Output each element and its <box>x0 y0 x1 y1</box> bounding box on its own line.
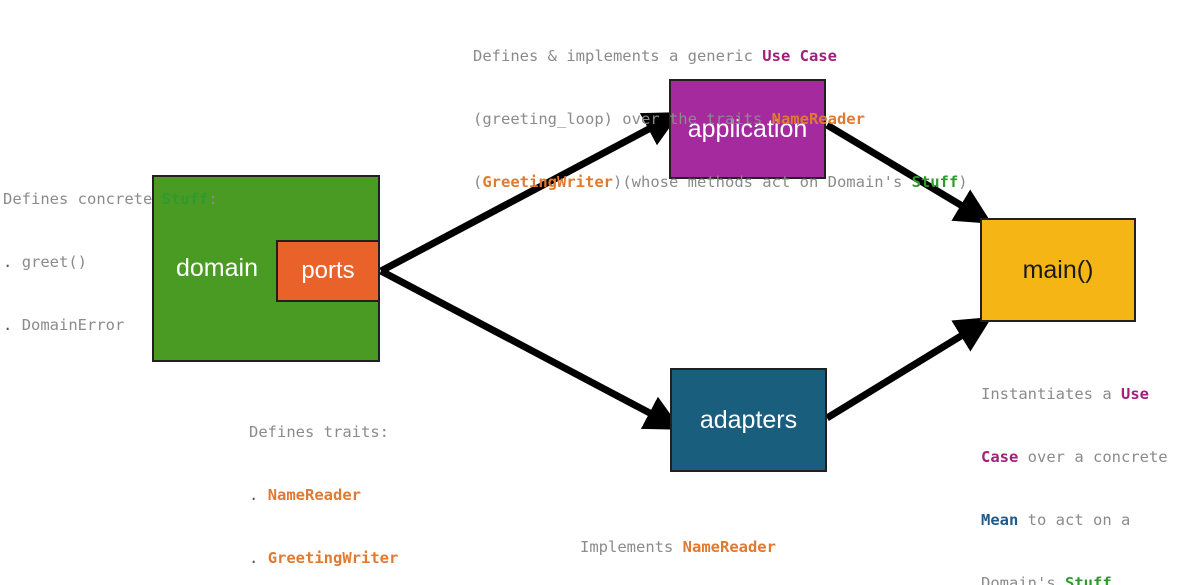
application-box[interactable]: application <box>669 79 826 179</box>
annotation-main: Instantiates a Use Case over a concrete … <box>981 342 1168 585</box>
annotation-domain-top-line-2: . greet() <box>3 253 88 271</box>
annotation-main-line-3: Mean to act on a <box>981 511 1131 529</box>
annotation-adapters: Implements NameReader (GreetingWriter) f… <box>580 495 907 585</box>
domain-box-label: domain <box>176 254 258 282</box>
annotation-domain-bottom-line-1: Defines traits: <box>249 423 389 441</box>
annotation-main-line-4: Domain's Stuff <box>981 574 1112 585</box>
adapters-box-label: adapters <box>699 405 798 434</box>
annotation-application-line-3: (GreetingWriter)(whose methods act on Do… <box>473 173 968 191</box>
main-box[interactable]: main() <box>980 218 1136 322</box>
annotation-application-line-1: Defines & implements a generic Use Case <box>473 47 837 65</box>
annotation-adapters-line-1: Implements NameReader <box>580 538 776 556</box>
annotation-domain-bottom: Defines traits: . NameReader . GreetingW… <box>249 380 501 585</box>
annotation-application: Defines & implements a generic Use Case … <box>473 4 968 235</box>
annotation-main-line-1: Instantiates a Use <box>981 385 1149 403</box>
ports-box-label: ports <box>301 257 355 284</box>
application-box-label: application <box>687 114 808 143</box>
annotation-domain-bottom-line-2: . NameReader <box>249 486 362 504</box>
adapters-box[interactable]: adapters <box>670 368 827 472</box>
ports-box[interactable]: ports <box>276 240 380 302</box>
annotation-domain-top-line-3: . DomainError <box>3 316 125 334</box>
main-box-label: main() <box>1022 255 1094 284</box>
annotation-application-line-2: (greeting_loop) over the traits NameRead… <box>473 110 865 128</box>
annotation-main-line-2: Case over a concrete <box>981 448 1168 466</box>
arrow-adapters-to-main <box>825 317 992 421</box>
annotation-domain-bottom-line-3: . GreetingWriter <box>249 549 399 567</box>
annotation-domain-top: Defines concrete Stuff: . greet() . Doma… <box>3 147 218 378</box>
annotation-domain-top-line-1: Defines concrete Stuff: <box>3 190 218 208</box>
